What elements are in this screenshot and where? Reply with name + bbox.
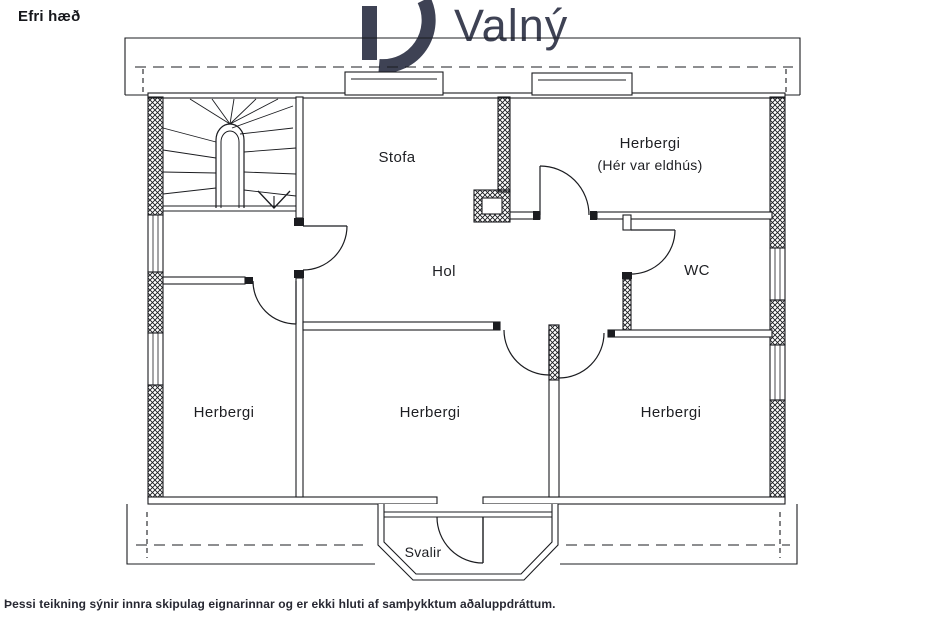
room-label-herbergi-se: Herbergi <box>641 404 702 421</box>
door-hol-herbergi-ne <box>539 165 590 216</box>
disclaimer-text: Þessi teikning sýnir innra skipulag eign… <box>4 597 556 611</box>
room-label-svalir: Svalir <box>405 544 442 560</box>
room-label-stofa: Stofa <box>378 149 415 166</box>
room-label-herbergi-sw: Herbergi <box>194 404 255 421</box>
balcony <box>377 504 559 581</box>
door-hall-hol <box>302 225 348 271</box>
exterior-wall-top <box>147 71 786 99</box>
room-label-hol: Hol <box>432 263 456 280</box>
valny-logo: Valný <box>350 0 610 74</box>
room-sublabel-herbergi-ne: (Hér var eldhús) <box>597 157 702 173</box>
window <box>769 247 786 301</box>
dormer <box>344 71 444 96</box>
roof-band-top <box>124 37 801 96</box>
exterior-wall-bottom <box>147 496 786 505</box>
window <box>769 344 786 401</box>
room-label-herbergi-s: Herbergi <box>400 404 461 421</box>
window <box>147 214 164 273</box>
exterior-wall-right <box>769 96 786 501</box>
page-title: Efri hæð <box>18 8 81 25</box>
interior-doors <box>252 165 676 379</box>
plan-linework <box>124 37 801 581</box>
door-hol-wc <box>630 229 676 275</box>
room-label-wc: WC <box>684 262 710 279</box>
balcony-door <box>436 516 484 564</box>
window <box>147 332 164 386</box>
room-label-herbergi-ne: Herbergi <box>620 135 681 152</box>
dormer <box>531 72 633 96</box>
door-hol-herbergi-se <box>558 332 605 379</box>
roof-band-bottom <box>126 504 798 565</box>
exterior-wall-left <box>147 96 164 501</box>
interior-walls <box>162 96 773 498</box>
door-hol-herbergi-s <box>503 329 550 376</box>
logo-v-swoosh-mark-icon <box>362 0 436 74</box>
door-hall-herbergi-sw <box>252 280 297 325</box>
stairs <box>162 98 297 212</box>
logo-text: Valný <box>454 0 569 51</box>
stair-newel <box>215 123 245 208</box>
